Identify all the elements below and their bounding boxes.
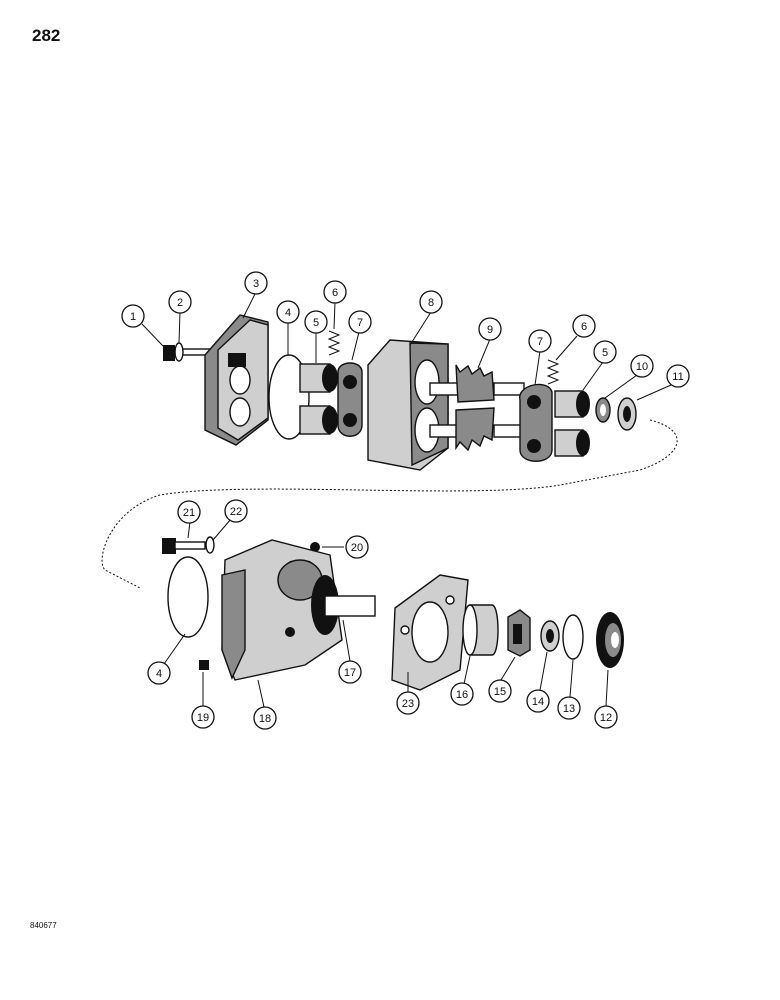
- leader-lines: [141, 291, 672, 708]
- callout-6-right: 6: [572, 314, 596, 338]
- svg-text:22: 22: [230, 506, 242, 518]
- svg-text:17: 17: [344, 667, 356, 679]
- svg-text:6: 6: [332, 287, 338, 299]
- callout-14: 14: [526, 689, 550, 713]
- callout-16: 16: [450, 682, 474, 706]
- drawing-code: 840677: [30, 921, 57, 930]
- callout-1: 1: [121, 304, 145, 328]
- part-7-wear-plate-left: [337, 362, 363, 437]
- callout-8: 8: [419, 290, 443, 314]
- callout-20: 20: [345, 535, 369, 559]
- callout-15: 15: [488, 679, 512, 703]
- part-18-mounting-flange: [221, 539, 343, 681]
- part-12-oil-seal: [596, 612, 624, 668]
- callout-5-left: 5: [304, 310, 328, 334]
- svg-text:12: 12: [600, 712, 612, 724]
- svg-text:6: 6: [581, 321, 587, 333]
- part-6-spring-left: [327, 330, 341, 356]
- svg-text:16: 16: [456, 689, 468, 701]
- part-7-wear-plate-right: [519, 383, 553, 462]
- callout-23: 23: [396, 691, 420, 715]
- part-13-snap-ring: [562, 614, 584, 660]
- callout-10: 10: [630, 354, 654, 378]
- svg-text:7: 7: [357, 317, 363, 329]
- callout-7-right: 7: [528, 329, 552, 353]
- svg-text:15: 15: [494, 686, 506, 698]
- callout-21: 21: [177, 500, 201, 524]
- svg-text:13: 13: [563, 703, 575, 715]
- svg-text:14: 14: [532, 696, 544, 708]
- part-11-retainer: [617, 397, 637, 431]
- callout-12: 12: [594, 705, 618, 729]
- svg-text:4: 4: [285, 307, 291, 319]
- callout-4-bottom: 4: [147, 661, 171, 685]
- callout-4-top: 4: [276, 300, 300, 324]
- svg-text:1: 1: [130, 311, 136, 323]
- part-16-bushing: [462, 604, 499, 656]
- svg-text:23: 23: [402, 698, 414, 710]
- callout-22: 22: [224, 499, 248, 523]
- callout-19: 19: [191, 705, 215, 729]
- part-3-end-cover: [204, 314, 269, 446]
- part-21-bolt: [162, 538, 206, 554]
- callout-7-left: 7: [348, 310, 372, 334]
- part-5-bearings-left: [299, 363, 338, 435]
- callout-18: 18: [253, 706, 277, 730]
- part-2-washer: [174, 342, 184, 362]
- callout-6-left: 6: [323, 280, 347, 304]
- svg-text:10: 10: [636, 361, 648, 373]
- svg-text:18: 18: [259, 713, 271, 725]
- callout-5-right: 5: [593, 340, 617, 364]
- part-23-gasket: [391, 574, 469, 691]
- svg-text:5: 5: [313, 317, 319, 329]
- callout-13: 13: [557, 696, 581, 720]
- part-4-oring-top: [268, 354, 310, 440]
- part-6-spring-right: [546, 359, 560, 385]
- svg-text:20: 20: [351, 542, 363, 554]
- svg-text:19: 19: [197, 712, 209, 724]
- callout-11: 11: [666, 364, 690, 388]
- svg-text:21: 21: [183, 507, 195, 519]
- part-15-coupling: [507, 609, 531, 657]
- svg-text:5: 5: [602, 347, 608, 359]
- svg-text:2: 2: [177, 297, 183, 309]
- part-14-bearing: [540, 620, 560, 652]
- part-5-bearings-right: [554, 390, 590, 457]
- svg-text:7: 7: [537, 336, 543, 348]
- part-10-seal: [595, 397, 611, 423]
- part-19-plug: [199, 660, 209, 670]
- svg-text:4: 4: [156, 668, 162, 680]
- page-number: 282: [32, 26, 61, 45]
- part-22-washer: [205, 536, 215, 554]
- part-17-shaft: [324, 595, 376, 617]
- part-8-pump-body: [367, 339, 449, 471]
- svg-text:9: 9: [487, 324, 493, 336]
- part-9-gears: [429, 364, 525, 452]
- callout-17: 17: [338, 660, 362, 684]
- svg-text:8: 8: [428, 297, 434, 309]
- svg-text:11: 11: [672, 371, 683, 383]
- callout-3: 3: [244, 271, 268, 295]
- part-4-oring-bottom: [167, 556, 209, 638]
- callout-2: 2: [168, 290, 192, 314]
- callout-9: 9: [478, 317, 502, 341]
- svg-text:3: 3: [253, 278, 259, 290]
- part-20-fitting: [310, 542, 320, 552]
